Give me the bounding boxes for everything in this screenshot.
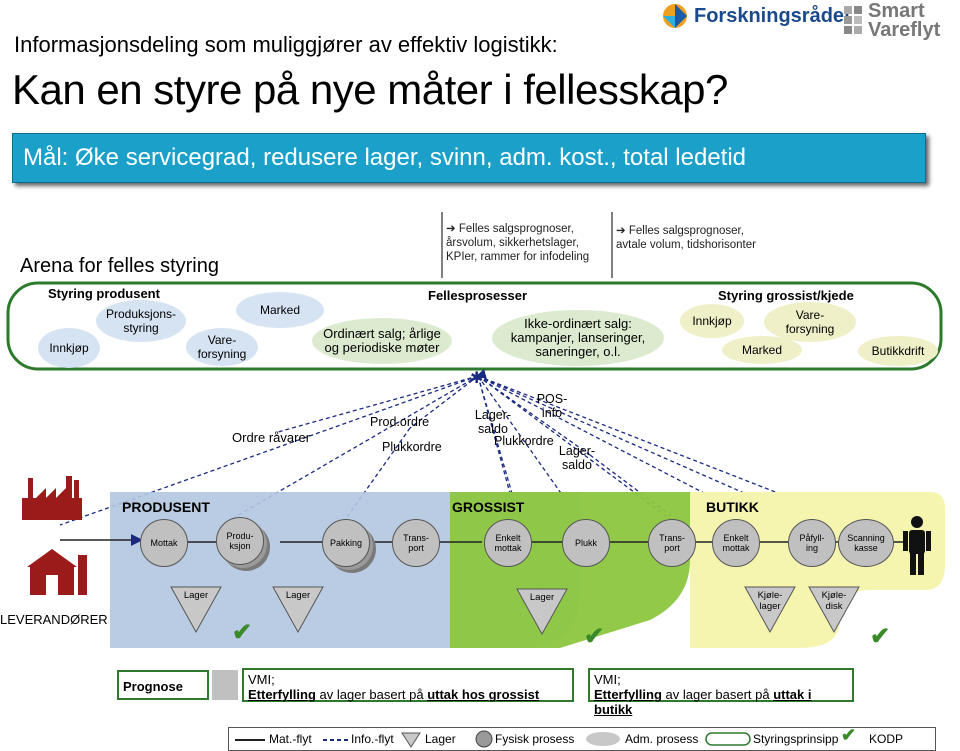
plukkordre2-label: Plukkordre bbox=[494, 434, 554, 448]
checkmark-icon: ✔ bbox=[841, 725, 857, 745]
forskningsradet-text: Forskningsrådet bbox=[694, 5, 851, 27]
ordre-ravarer-label: Ordre råvarer bbox=[232, 430, 311, 445]
customer-person-icon bbox=[903, 516, 931, 575]
vmi2-text: av lager basert på bbox=[661, 687, 774, 702]
zone-leverandorer: LEVERANDØRER bbox=[0, 612, 108, 627]
factory-icon bbox=[22, 476, 82, 520]
arrow-icon: ➔ bbox=[446, 223, 459, 235]
stock-kjolelager: Kjøle-lager bbox=[744, 586, 796, 634]
zone-grossist: GROSSIST bbox=[452, 499, 525, 515]
vmi2-uttak: uttak i butikk bbox=[594, 687, 812, 717]
legend-adm-prosess: Adm. prosess bbox=[625, 732, 699, 746]
ordinaert-ellipse: Ordinært salg; årlige og periodiske møte… bbox=[312, 318, 452, 364]
common-header: Fellesprosesser bbox=[428, 288, 528, 303]
process-transport1: Trans-port bbox=[392, 519, 440, 567]
note2-line2: avtale volum, tidshorisonter bbox=[616, 239, 756, 251]
prognose-box: Prognose bbox=[117, 670, 209, 700]
stock-lager-3: Lager bbox=[516, 588, 568, 636]
vmi2-etterfylling: Etterfylling bbox=[594, 687, 662, 702]
pos-info-label: POS-info bbox=[536, 392, 568, 420]
process-transport2: Trans-port bbox=[648, 519, 696, 567]
farm-icon bbox=[27, 549, 87, 595]
process-pafylling: Påfyll-ing bbox=[788, 519, 836, 567]
vmi1-box: VMI; Etterfylling av lager basert på utt… bbox=[242, 668, 574, 702]
lagersaldo2-label: Lager-saldo bbox=[558, 444, 596, 472]
smart-vareflyt-logo: Smart Vareflyt bbox=[842, 0, 960, 42]
arrow-icon: ➔ bbox=[616, 225, 629, 237]
legend-kodp: KODP bbox=[869, 732, 904, 746]
stock-triangle-icon bbox=[401, 732, 421, 748]
forskningsradet-mark-icon bbox=[663, 4, 687, 28]
produksjonsstyring-ellipse: Produksjons-styring bbox=[96, 300, 186, 342]
arena-title: Arena for felles styring bbox=[20, 255, 219, 277]
note1-line3: KPIer, rammer for infodeling bbox=[446, 251, 590, 263]
process-pakking: Pakking bbox=[322, 519, 370, 567]
vareforsyning-ellipse: Vare-forsyning bbox=[186, 328, 258, 366]
ikke-ordinaert-ellipse: Ikke-ordinært salg: kampanjer, lansering… bbox=[492, 310, 664, 366]
vmi1-uttak: uttak hos grossist bbox=[427, 687, 540, 702]
legend-fysisk-prosess: Fysisk prosess bbox=[495, 732, 575, 746]
process-mottak: Mottak bbox=[140, 519, 188, 567]
process-scanning-kasse: Scanning kasse bbox=[838, 519, 894, 567]
page-title: Kan en styre på nye måter i fellesskap? bbox=[12, 66, 728, 113]
admin-process-icon bbox=[586, 732, 620, 746]
vmi1-title: VMI; bbox=[248, 672, 275, 687]
legend-styringsprinsipp: Styringsprinsipp bbox=[753, 732, 839, 746]
note-common-prognosis: ➔ Felles salgsprognoser, årsvolum, sikke… bbox=[446, 222, 589, 264]
marked2-ellipse: Marked bbox=[722, 336, 802, 364]
checkmark-icon: ✔ bbox=[584, 623, 605, 650]
goal-banner: Mål: Øke servicegrad, redusere lager, sv… bbox=[12, 133, 926, 183]
plukkordre1-label: Plukkordre bbox=[382, 440, 442, 454]
stock-lager-1: Lager bbox=[170, 586, 222, 634]
material-flow-icon bbox=[235, 739, 265, 741]
control-principle-icon bbox=[705, 732, 751, 746]
smart-text: Smart bbox=[868, 0, 925, 22]
legend: Mat.-flyt Info.-flyt Lager Fysisk proses… bbox=[228, 725, 936, 751]
goal-text: Mål: Øke servicegrad, redusere lager, sv… bbox=[23, 144, 747, 171]
note1-line1: Felles salgsprognoser, bbox=[458, 223, 574, 235]
note-wholesale-prognosis: ➔ Felles salgsprognoser, avtale volum, t… bbox=[616, 224, 756, 252]
checkmark-icon: ✔ bbox=[232, 619, 253, 646]
info-flow-icon bbox=[323, 739, 349, 741]
process-produksjon: Produ-ksjon bbox=[216, 517, 264, 565]
stock-kjoledisk: Kjøle-disk bbox=[808, 586, 860, 634]
lagersaldo1-label: Lager-saldo bbox=[474, 408, 512, 436]
butikkdrift-ellipse: Butikkdrift bbox=[858, 336, 938, 366]
checkmark-icon: ✔ bbox=[870, 623, 891, 650]
vmi1-etterfylling: Etterfylling bbox=[248, 687, 316, 702]
vmi2-title: VMI; bbox=[594, 672, 621, 687]
prognose-side-bar bbox=[212, 670, 238, 700]
process-enkelt-mottak2: Enkelt mottak bbox=[712, 519, 760, 567]
note1-line2: årsvolum, sikkerhetslager, bbox=[446, 237, 579, 249]
producer-header: Styring produsent bbox=[48, 286, 160, 301]
physical-process-icon bbox=[475, 730, 493, 748]
subtitle: Informasjonsdeling som muliggjører av ef… bbox=[14, 32, 558, 57]
vareforsyning2-ellipse: Vare-forsyning bbox=[764, 302, 856, 342]
vmi2-box: VMI; Etterfylling av lager basert på utt… bbox=[588, 668, 854, 717]
prod-ordre-label: Prod.ordre bbox=[370, 415, 430, 429]
vmi1-text: av lager basert på bbox=[315, 687, 428, 702]
marked-ellipse: Marked bbox=[236, 292, 324, 328]
legend-mat-flyt: Mat.-flyt bbox=[269, 732, 312, 746]
process-enkelt-mottak1: Enkelt mottak bbox=[484, 519, 532, 567]
stock-lager-2: Lager bbox=[272, 586, 324, 634]
note2-line1: Felles salgsprognoser, bbox=[628, 225, 744, 237]
innkjop-ellipse: Innkjøp bbox=[38, 328, 100, 368]
legend-info-flyt: Info.-flyt bbox=[351, 732, 394, 746]
legend-lager: Lager bbox=[425, 732, 456, 746]
process-plukk: Plukk bbox=[562, 519, 610, 567]
wholesaler-header: Styring grossist/kjede bbox=[718, 288, 854, 303]
smart-vareflyt-mark-icon bbox=[844, 6, 862, 34]
forskningsradet-logo: Forskningsrådet bbox=[660, 2, 851, 30]
zone-butikk: BUTIKK bbox=[706, 499, 759, 515]
innkjop2-ellipse: Innkjøp bbox=[680, 304, 744, 338]
zone-produsent: PRODUSENT bbox=[122, 499, 210, 515]
vareflyt-text: Vareflyt bbox=[868, 19, 941, 41]
hub-star-icon: ✱ bbox=[470, 370, 484, 387]
